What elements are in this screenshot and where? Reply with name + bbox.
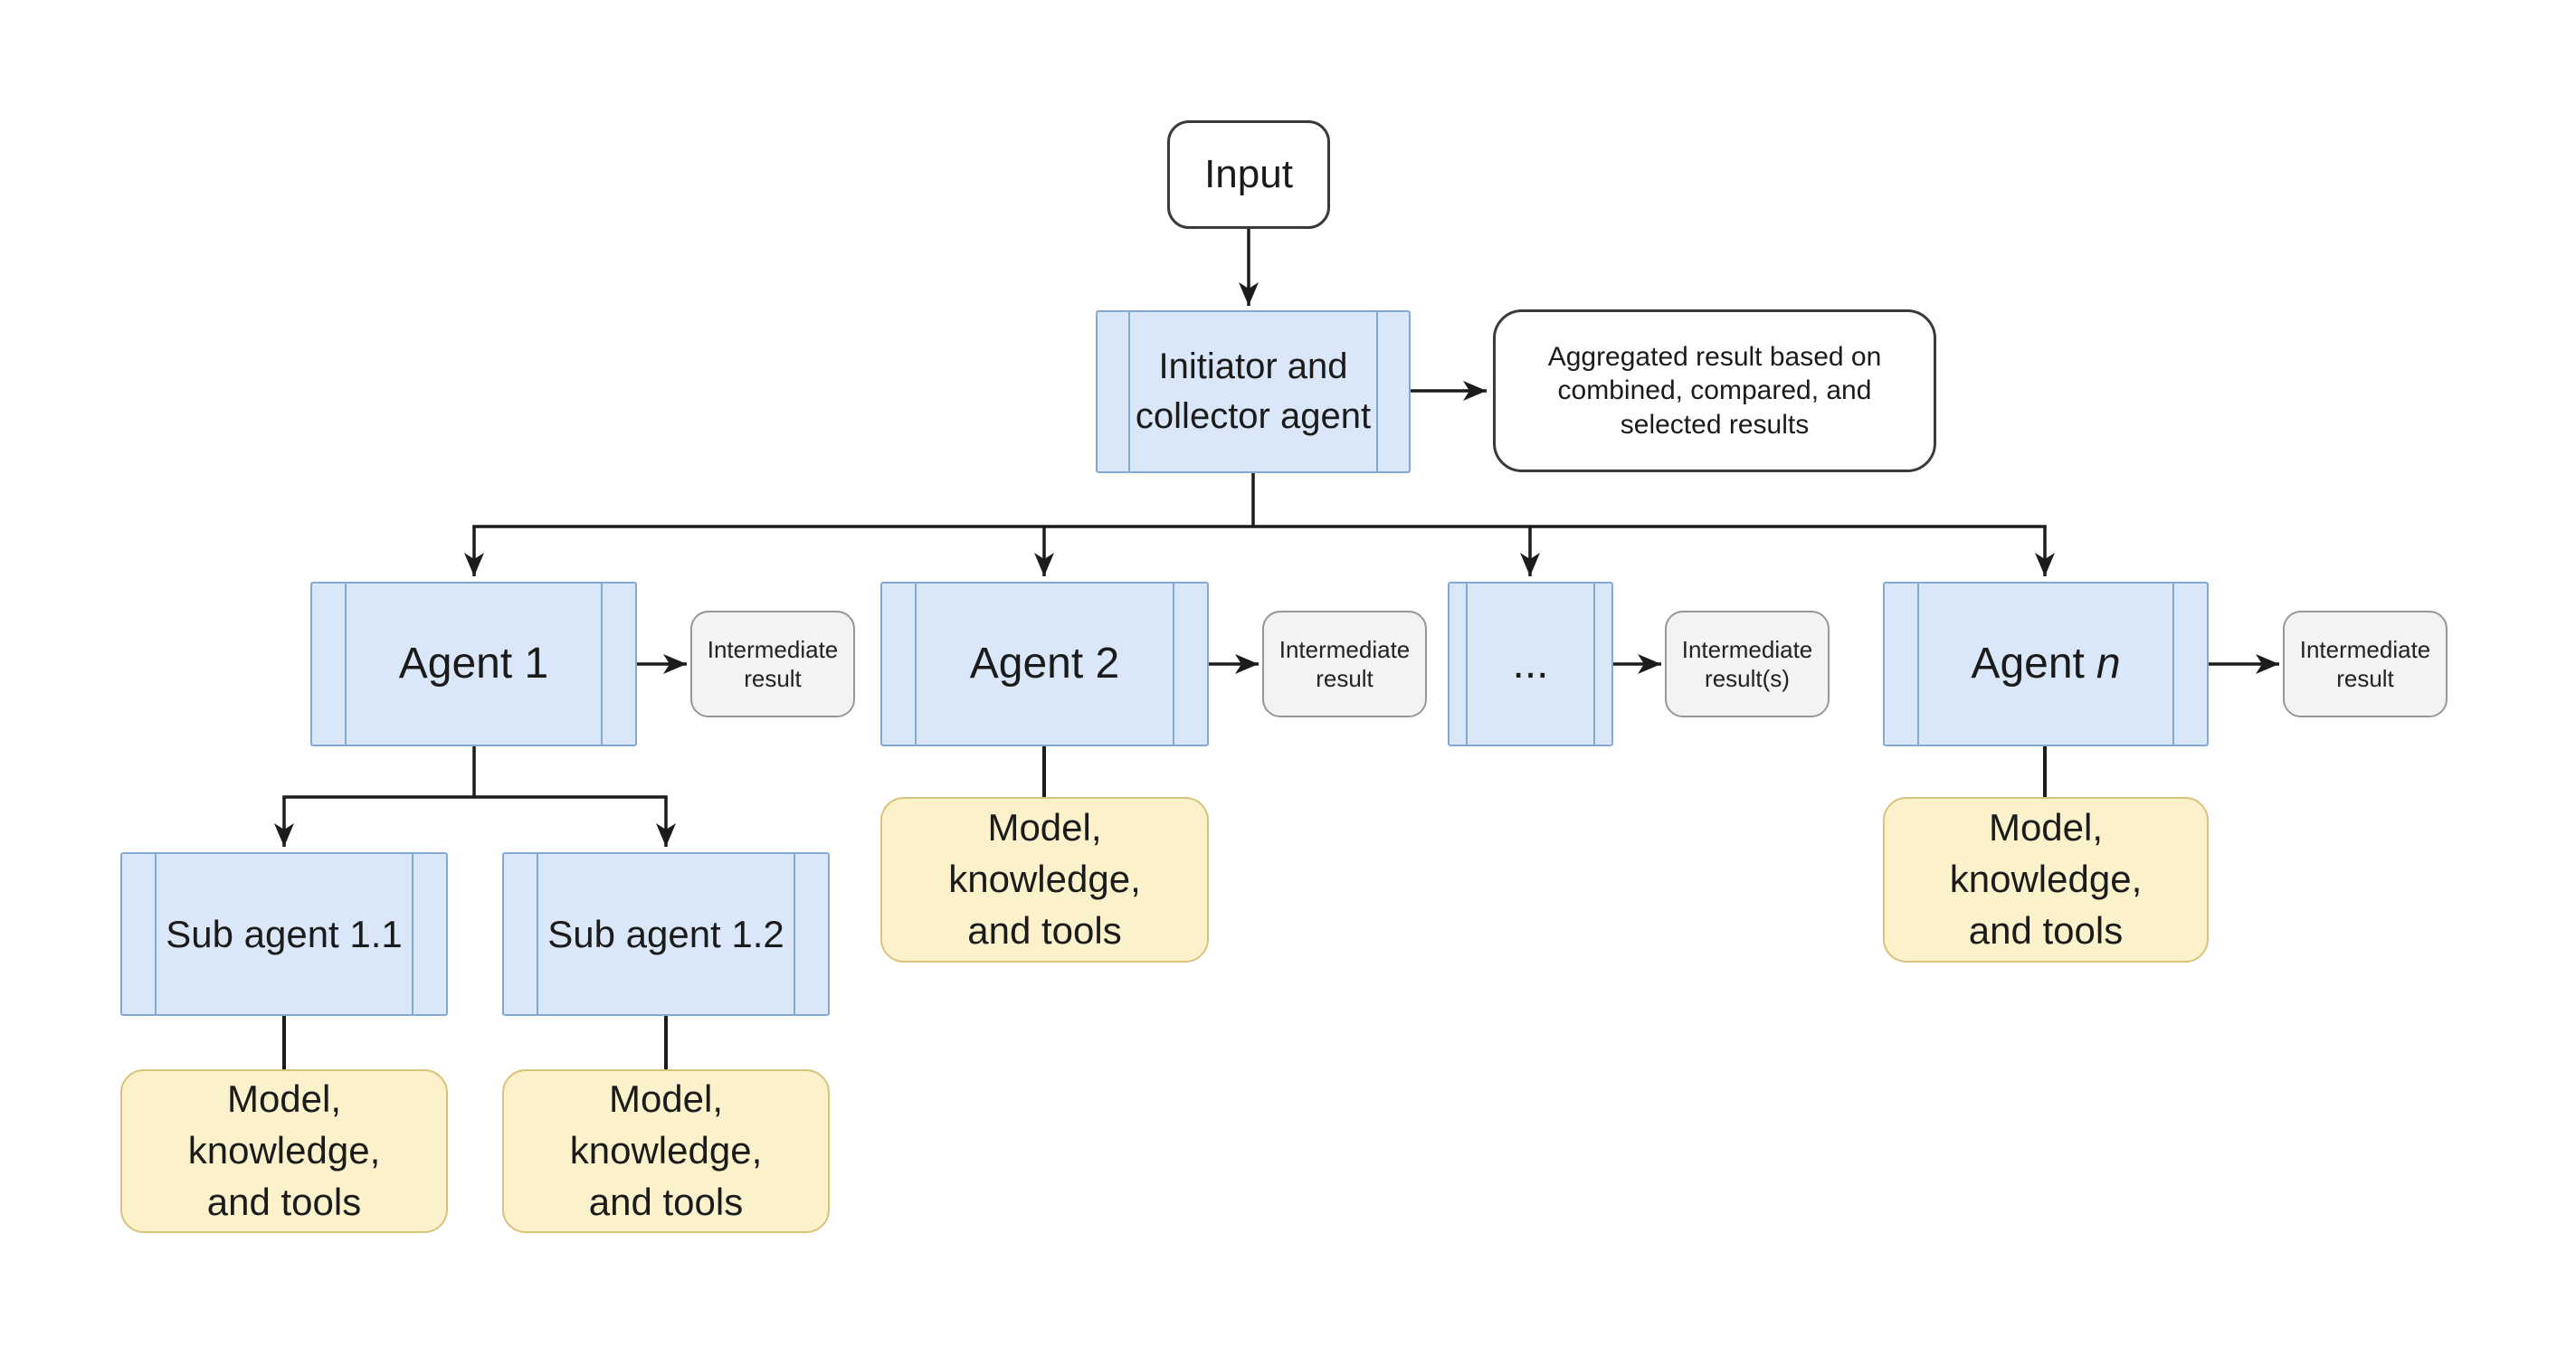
- intermediate-result-n-label: Intermediate result: [2299, 635, 2431, 693]
- initiator-collector-agent-node: Initiator and collector agent: [1096, 310, 1411, 473]
- sub-agent-1-2-label: Sub agent 1.2: [547, 912, 784, 955]
- input-label: Input: [1204, 151, 1293, 196]
- aggregated-result-node: Aggregated result based on combined, com…: [1493, 309, 1936, 472]
- intermediate-result-1-label: Intermediate result: [707, 635, 839, 693]
- intermediate-result-n-node: Intermediate result: [2283, 611, 2448, 717]
- agent-ellipsis-label: ...: [1512, 640, 1549, 688]
- intermediate-result-1-node: Intermediate result: [690, 611, 855, 717]
- initiator-collector-agent-label: Initiator and collector agent: [1135, 346, 1372, 436]
- intermediate-result-2-label: Intermediate result: [1278, 635, 1411, 693]
- agent-n-label-variable: n: [2096, 640, 2121, 688]
- intermediate-results-node: Intermediate result(s): [1665, 611, 1830, 717]
- model-tools-sub-1-2-label: Model, knowledge, and tools: [569, 1077, 763, 1223]
- agent-2-label: Agent 2: [969, 640, 1120, 688]
- agent-2-node: Agent 2: [880, 582, 1209, 746]
- model-tools-agent-2-node: Model, knowledge, and tools: [880, 797, 1209, 963]
- intermediate-results-label: Intermediate result(s): [1681, 635, 1813, 693]
- model-tools-agent-2-label: Model, knowledge, and tools: [948, 806, 1141, 952]
- agent-ellipsis-node: ...: [1448, 582, 1613, 746]
- agent-1-label: Agent 1: [398, 640, 549, 688]
- sub-agent-1-2-node: Sub agent 1.2: [502, 852, 830, 1016]
- model-tools-sub-1-1-label: Model, knowledge, and tools: [187, 1077, 381, 1223]
- input-node: Input: [1167, 120, 1330, 229]
- sub-agent-1-1-node: Sub agent 1.1: [120, 852, 448, 1016]
- intermediate-result-2-node: Intermediate result: [1262, 611, 1427, 717]
- aggregated-result-label: Aggregated result based on combined, com…: [1547, 341, 1882, 440]
- model-tools-sub-1-2-node: Model, knowledge, and tools: [502, 1069, 830, 1233]
- sub-agent-1-1-label: Sub agent 1.1: [166, 912, 403, 955]
- model-tools-sub-1-1-node: Model, knowledge, and tools: [120, 1069, 448, 1233]
- agent-n-label-prefix: Agent: [1971, 640, 2085, 688]
- model-tools-agent-n-node: Model, knowledge, and tools: [1883, 797, 2209, 963]
- model-tools-agent-n-label: Model, knowledge, and tools: [1949, 806, 2143, 952]
- agent-1-node: Agent 1: [310, 582, 637, 746]
